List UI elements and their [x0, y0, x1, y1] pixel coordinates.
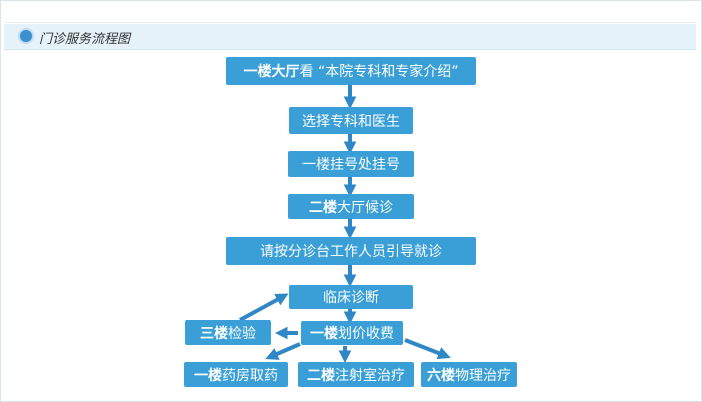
branch-pharmacy: 一楼药房取药 [184, 362, 288, 387]
step-hall-intro-text: 看 “本院专科和专家介绍” [299, 64, 459, 80]
branch-lab-test-text: 检验 [228, 325, 256, 342]
step-hall-intro: 一楼大厅看 “本院专科和专家介绍” [226, 57, 476, 85]
step-select-doctor: 选择专科和医生 [289, 107, 413, 134]
step-triage: 请按分诊台工作人员引导就诊 [226, 237, 476, 265]
branch-injection-bold: 二楼 [307, 367, 335, 384]
step-billing-text: 划价收费 [338, 326, 394, 342]
step-registration-text: 一楼挂号处挂号 [302, 157, 400, 173]
arrow-step7-pharmacy [265, 342, 301, 360]
step-diagnosis-text: 临床诊断 [323, 290, 379, 306]
step-billing-bold: 一楼 [310, 326, 338, 342]
step-registration: 一楼挂号处挂号 [288, 151, 414, 177]
circle-bullet-icon [20, 30, 32, 42]
branch-physiotherapy: 六楼物理治疗 [421, 362, 517, 387]
arrow-step7-physio [404, 338, 451, 360]
step-waiting: 二楼大厅候诊 [288, 194, 414, 219]
branch-pharmacy-text: 药房取药 [222, 367, 278, 384]
step-select-doctor-text: 选择专科和医生 [302, 113, 400, 130]
section-header: 门诊服务流程图 [4, 24, 696, 50]
branch-injection: 二楼注射室治疗 [298, 362, 414, 387]
top-strip [4, 4, 696, 23]
step-waiting-text: 大厅候诊 [337, 199, 393, 216]
branch-lab-test: 三楼检验 [185, 320, 271, 345]
step-waiting-bold: 二楼 [309, 199, 337, 216]
branch-lab-test-bold: 三楼 [200, 325, 228, 342]
branch-physiotherapy-bold: 六楼 [427, 367, 455, 384]
step-triage-text: 请按分诊台工作人员引导就诊 [260, 244, 442, 260]
step-hall-intro-bold: 一楼大厅 [243, 64, 300, 80]
arrow-lab-step6 [239, 293, 289, 322]
branch-injection-text: 注射室治疗 [335, 367, 405, 384]
branch-physiotherapy-text: 物理治疗 [455, 367, 511, 384]
section-title: 门诊服务流程图 [39, 32, 131, 47]
step-billing: 一楼划价收费 [301, 321, 403, 345]
step-diagnosis: 临床诊断 [289, 285, 413, 309]
branch-pharmacy-bold: 一楼 [194, 367, 222, 384]
